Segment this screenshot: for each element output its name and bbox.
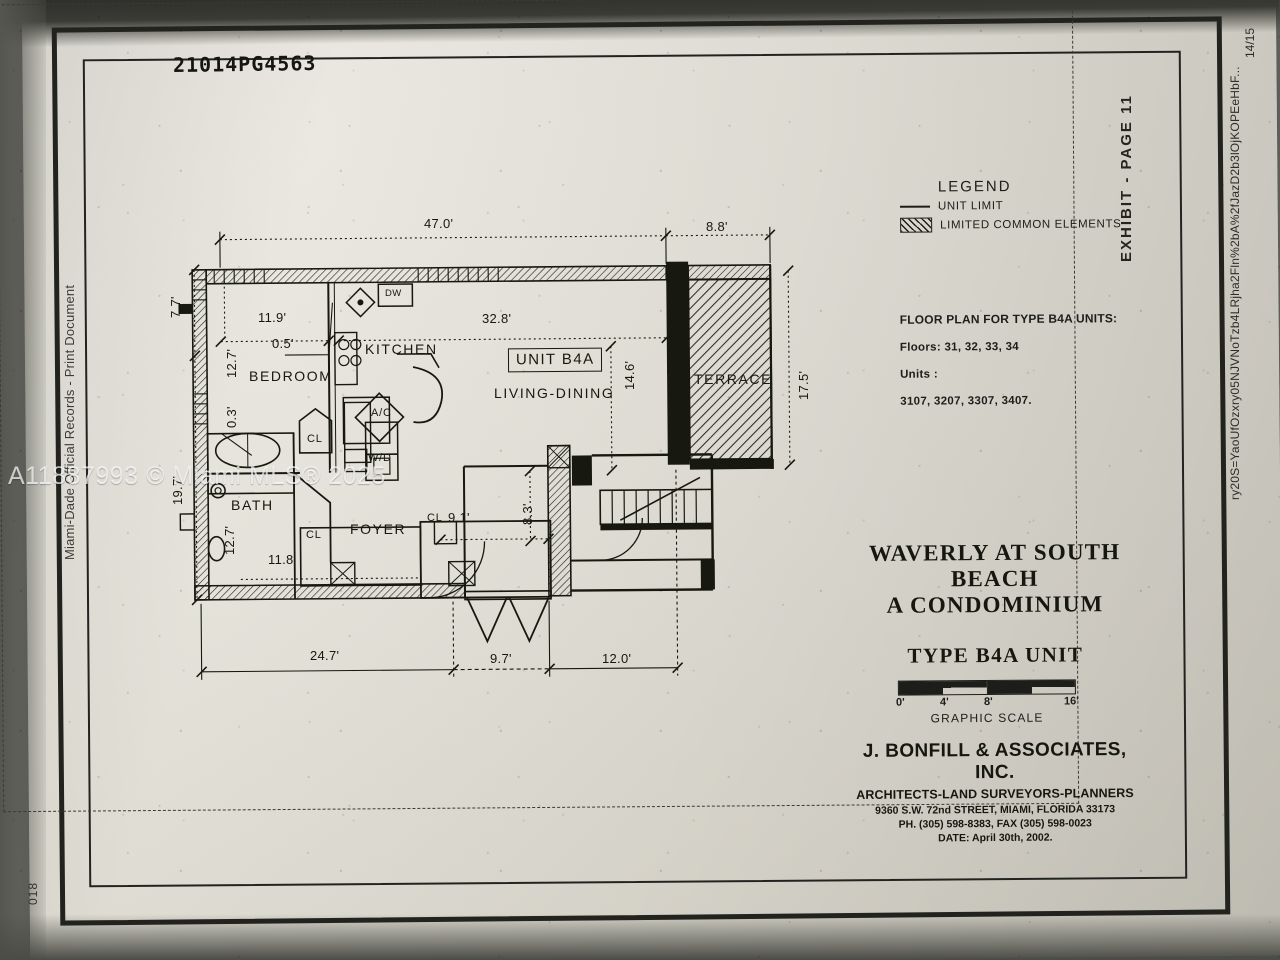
room-label-closet-kitchen: CL bbox=[307, 433, 323, 445]
dim-living-depth: 14.6' bbox=[622, 360, 637, 390]
room-label-dishwasher: DW bbox=[385, 288, 402, 299]
photo-shadow-left bbox=[0, 0, 46, 960]
scale-tick-2: 8' bbox=[983, 695, 993, 709]
legend-label-limited-common: LIMITED COMMON ELEMENTS bbox=[940, 217, 1122, 231]
dim-bath-width: 11.8' bbox=[268, 552, 297, 567]
dim-bottom-right: 12.0' bbox=[602, 651, 632, 666]
page-count-stamp: 14/15 bbox=[1243, 27, 1257, 58]
room-label-washer-dryer: W/D bbox=[368, 452, 392, 464]
scale-segment-3 bbox=[987, 680, 1032, 694]
scale-ticks: 0' 4' 8' 16' bbox=[895, 694, 1079, 709]
architect-block: J. BONFILL & ASSOCIATES, INC. ARCHITECTS… bbox=[845, 739, 1146, 845]
architect-phone: PH. (305) 598-8383, FAX (305) 598-0023 bbox=[898, 817, 1092, 831]
dim-bottom-left: 24.7' bbox=[310, 648, 340, 663]
project-name-line1: WAVERLY AT SOUTH BEACH bbox=[868, 539, 1121, 592]
room-label-closet-bath: CL bbox=[306, 529, 322, 541]
notes-units-label: Units : bbox=[900, 368, 938, 381]
room-label-bath: BATH bbox=[231, 497, 274, 513]
unit-type-title: TYPE B4A UNIT bbox=[907, 642, 1084, 668]
dim-bedroom-depth: 12.7' bbox=[224, 348, 239, 378]
dim-terrace-depth: 17.5' bbox=[796, 370, 811, 400]
dim-bottom-mid: 9.7' bbox=[490, 651, 512, 666]
scale-bar bbox=[897, 679, 1076, 696]
dim-bedroom-jog: 0.3' bbox=[224, 406, 239, 428]
architect-address: 9360 S.W. 72nd STREET, MIAMI, FLORIDA 33… bbox=[875, 803, 1116, 817]
sheet-number: 018 bbox=[26, 881, 40, 905]
scale-tick-1: 4' bbox=[939, 696, 949, 709]
architect-firm: J. BONFILL & ASSOCIATES, INC. bbox=[862, 739, 1127, 784]
room-label-bedroom: BEDROOM bbox=[249, 368, 333, 384]
dim-bedroom-offset: 0.5' bbox=[272, 336, 294, 351]
unit-limit-line-icon bbox=[900, 205, 931, 208]
limited-common-hatch-icon bbox=[900, 217, 933, 233]
scale-segment-1 bbox=[898, 681, 944, 695]
exhibit-page-label: EXHIBIT - PAGE 11 bbox=[1118, 94, 1135, 262]
scale-tick-3: 16' bbox=[1063, 695, 1079, 708]
graphic-scale: 0' 4' 8' 16' GRAPHIC SCALE bbox=[895, 679, 1079, 726]
url-code-stamp: ry20S=YaoUfOzxry05NJVNoTzb4LRjha2Fln%2bA… bbox=[1228, 66, 1242, 500]
notes-heading: FLOOR PLAN FOR TYPE B4A UNITS: bbox=[899, 311, 1118, 327]
room-label-kitchen: KITCHEN bbox=[365, 341, 438, 357]
notes-block: FLOOR PLAN FOR TYPE B4A UNITS: Floors: 3… bbox=[900, 311, 1118, 423]
room-label-foyer: FOYER bbox=[350, 521, 407, 537]
room-label-ac: A/C bbox=[371, 407, 392, 419]
photo-shadow-bottom bbox=[0, 914, 1280, 960]
dim-living-width: 32.8' bbox=[482, 311, 512, 326]
project-name-line2: A CONDOMINIUM bbox=[886, 590, 1104, 618]
title-block: WAVERLY AT SOUTH BEACH A CONDOMINIUM TYP… bbox=[845, 539, 1146, 669]
unit-tag: UNIT B4A bbox=[507, 347, 603, 373]
dim-left-top: 7.7' bbox=[168, 296, 183, 318]
scale-tick-0: 0' bbox=[895, 696, 905, 709]
room-label-living-dining: LIVING-DINING bbox=[494, 385, 615, 401]
mls-watermark: A11887993 © Miami MLS® 2025 bbox=[8, 462, 386, 490]
legend-row-limited-common: LIMITED COMMON ELEMENTS bbox=[900, 216, 1121, 233]
room-label-closet-foyer: CL bbox=[427, 512, 443, 524]
notes-floors: Floors: 31, 32, 33, 34 bbox=[899, 340, 1020, 354]
room-label-terrace: TERRACE bbox=[694, 371, 773, 387]
dim-top-terrace: 8.8' bbox=[706, 219, 728, 234]
dim-bedroom-width: 11.9' bbox=[258, 310, 287, 325]
legend-label-unit-limit: UNIT LIMIT bbox=[937, 200, 1004, 213]
notes-units-list: 3107, 3207, 3307, 3407. bbox=[900, 394, 1032, 408]
dim-top-main: 47.0' bbox=[424, 216, 454, 231]
legend-row-unit-limit: UNIT LIMIT bbox=[900, 199, 1121, 213]
scale-segment-4 bbox=[1031, 680, 1075, 694]
records-print-watermark: Miami-Dade Official Records - Print Docu… bbox=[62, 284, 77, 560]
dim-foyer-width: 9.1' bbox=[448, 510, 470, 525]
legend-title: LEGEND bbox=[937, 177, 1012, 196]
architect-date: DATE: April 30th, 2002. bbox=[938, 831, 1053, 845]
legend: LEGEND UNIT LIMIT LIMITED COMMON ELEMENT… bbox=[900, 177, 1122, 233]
scale-caption: GRAPHIC SCALE bbox=[930, 710, 1044, 726]
dim-left-lower: 12.7' bbox=[222, 525, 237, 555]
architect-discipline: ARCHITECTS-LAND SURVEYORS-PLANNERS bbox=[856, 786, 1134, 802]
scale-segment-2 bbox=[943, 680, 988, 695]
dim-foyer-depth: 8.3' bbox=[520, 503, 535, 525]
